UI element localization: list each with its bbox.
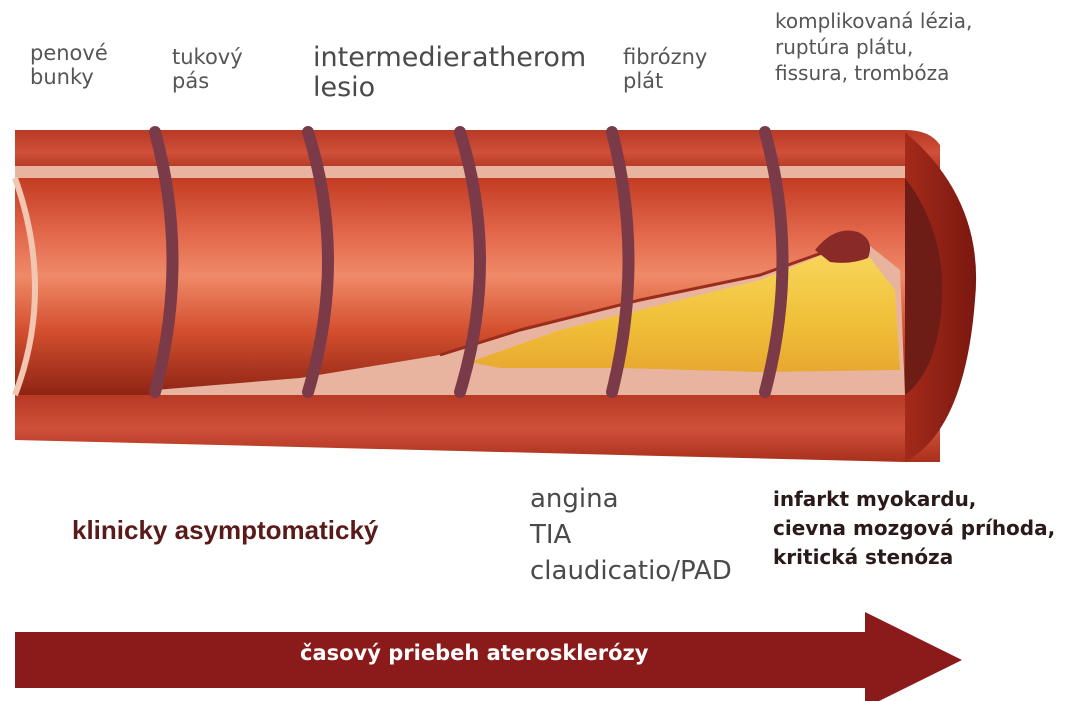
symptom-item: claudicatio/PAD: [530, 554, 732, 590]
event-item: kritická stenóza: [773, 543, 1055, 572]
event-item: cievna mozgová príhoda,: [773, 514, 1055, 543]
clinical-asymptomatic: klinicky asymptomatický: [72, 515, 378, 546]
timeline-arrow-label: časový priebeh aterosklerózy: [300, 641, 680, 665]
event-item: infarkt myokardu,: [773, 485, 1055, 514]
artery-bottom-wall: [15, 395, 940, 462]
clinical-severe-events: infarkt myokardu, cievna mozgová príhoda…: [773, 485, 1055, 572]
symptom-item: TIA: [530, 518, 732, 554]
clinical-moderate-symptoms: angina TIA claudicatio/PAD: [530, 482, 732, 590]
symptom-item: angina: [530, 482, 732, 518]
